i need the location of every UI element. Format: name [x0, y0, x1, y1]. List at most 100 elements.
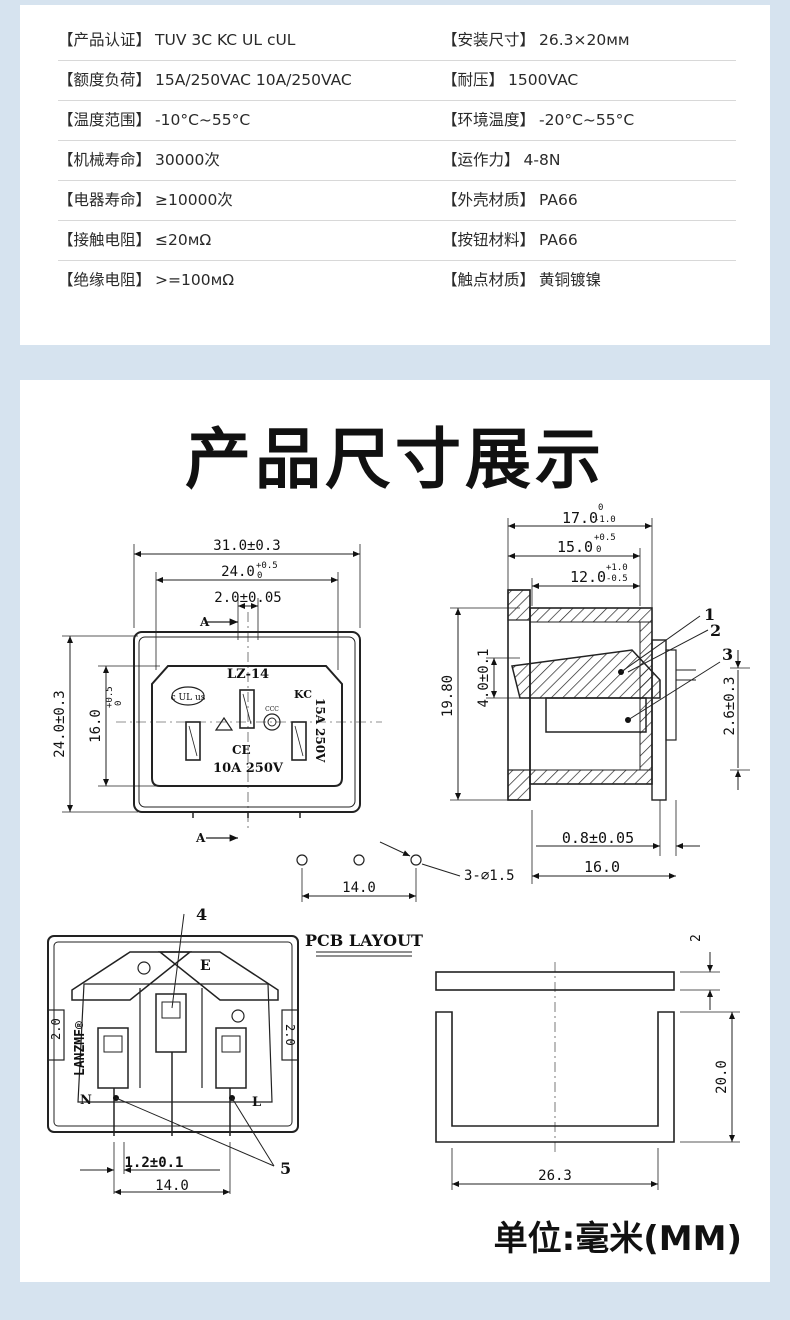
spec-right-cell: 【触点材质】黄铜镀镍 — [442, 260, 601, 300]
spec-label: 【环境温度】 — [442, 111, 536, 129]
spec-left-cell: 【额度负荷】15A/250VAC 10A/250VAC — [58, 60, 352, 100]
section-mark-top: A — [199, 615, 210, 629]
dim-depth-total-tol-plus: 0 — [598, 503, 603, 513]
rating-voltage-15: 250V — [313, 728, 327, 763]
dim-width-inner-tol-minus: 0 — [257, 571, 262, 581]
callout-1: 1 — [704, 605, 715, 624]
spec-label: 【绝缘电阻】 — [58, 271, 152, 289]
spec-left-cell: 【产品认证】TUV 3C KC UL cUL — [58, 20, 295, 60]
hole-label: 3-⌀1.5 — [464, 868, 515, 884]
spec-value: TUV 3C KC UL cUL — [155, 31, 296, 49]
hole-layout — [296, 841, 461, 902]
pcb-title: PCB LAYOUT — [305, 931, 423, 950]
spec-value: PA66 — [539, 191, 578, 209]
spec-row: 【温度范围】-10°C~55°C 【环境温度】-20°C~55°C — [58, 100, 736, 141]
spec-right-cell: 【耐压】1500VAC — [442, 60, 578, 100]
spec-right-cell: 【环境温度】-20°C~55°C — [442, 100, 634, 140]
spec-value: 1500VAC — [508, 71, 579, 89]
section-title: 产品尺寸展示 — [185, 421, 605, 498]
spec-label: 【接触电阻】 — [58, 231, 152, 249]
spec-right-cell: 【运作力】4-8N — [442, 140, 560, 180]
dim-height-inner: 16.0 — [88, 709, 104, 743]
dim-slot-width: 2.0±0.05 — [214, 590, 281, 606]
spec-label: 【安装尺寸】 — [442, 31, 536, 49]
spec-label: 【触点材质】 — [442, 271, 536, 289]
dim-slot-height: 4.0±0.1 — [476, 648, 492, 707]
callout-5: 5 — [280, 1159, 291, 1178]
spec-value: -20°C~55°C — [539, 111, 635, 129]
spec-row: 【接触电阻】≤20ᴍΩ 【按钮材料】PA66 — [58, 220, 736, 261]
cert-kc-label: KC — [294, 688, 312, 701]
spec-value: 30000次 — [155, 151, 220, 169]
spec-value: 15A/250VAC 10A/250VAC — [155, 71, 352, 89]
dim-pcb-width: 26.3 — [538, 1168, 572, 1184]
dim-depth-mid-tol-minus: 0 — [596, 545, 601, 555]
spec-value: ≥10000次 — [155, 191, 233, 209]
spec-value: -10°C~55°C — [155, 111, 251, 129]
dim-depth-mid-tol-plus: +0.5 — [594, 533, 616, 543]
side-section-view — [450, 518, 750, 884]
spec-left-cell: 【接触电阻】≤20ᴍΩ — [58, 220, 211, 260]
spec-left-cell: 【绝缘电阻】>=100ᴍΩ — [58, 260, 234, 300]
spec-label: 【外壳材质】 — [442, 191, 536, 209]
ce-mark: CE — [232, 743, 251, 757]
section-mark-bottom: A — [195, 831, 206, 845]
dim-width-outer: 31.0±0.3 — [213, 538, 280, 554]
dim-height-inner-tol-plus: +0.5 — [105, 686, 115, 708]
dim-depth-mid: 15.0 — [557, 538, 593, 556]
technical-drawing: 31.0±0.3 24.0 +0.5 0 2.0±0.05 A A 2 4.0±0… — [47, 503, 750, 1195]
dim-depth-inner-tol-minus: -0.5 — [606, 574, 628, 584]
side-dim-right: 2.0 — [283, 1024, 297, 1046]
model-label: LZ-14 — [227, 667, 269, 682]
cert-ul-label: c UL us — [171, 693, 206, 703]
spec-label: 【机械寿命】 — [58, 151, 152, 169]
dim-width-inner: 24.0 — [221, 564, 255, 580]
spec-row: 【产品认证】TUV 3C KC UL cUL 【安装尺寸】26.3×20ᴍᴍ — [58, 20, 736, 61]
dim-depth-total-tol-minus: -1.0 — [594, 515, 616, 525]
spec-left-cell: 【电器寿命】≥10000次 — [58, 180, 233, 220]
pcb-layout — [316, 951, 740, 1190]
spec-label: 【电器寿命】 — [58, 191, 152, 209]
dim-depth-inner: 12.0 — [570, 568, 606, 586]
spec-row: 【电器寿命】≥10000次 【外壳材质】PA66 — [58, 180, 736, 221]
back-view — [47, 913, 299, 1195]
spec-right-cell: 【按钮材料】PA66 — [442, 220, 578, 260]
spec-value: ≤20ᴍΩ — [155, 231, 212, 249]
spec-row: 【机械寿命】30000次 【运作力】4-8N — [58, 140, 736, 181]
brand-label: LANZMF® — [73, 1021, 88, 1076]
spec-value: 26.3×20ᴍᴍ — [539, 31, 630, 49]
spec-label: 【额度负荷】 — [58, 71, 152, 89]
callout-3: 3 — [722, 645, 733, 664]
callout-4: 4 — [196, 905, 207, 924]
unit-label: 单位:毫米(MM) — [493, 1219, 742, 1259]
spec-row: 【绝缘电阻】>=100ᴍΩ 【触点材质】黄铜镀镍 — [58, 260, 736, 300]
callout-2: 2 — [710, 621, 721, 640]
rating-10a: 10A 250V — [213, 761, 284, 776]
dim-pin-span: 14.0 — [155, 1178, 189, 1194]
spec-left-cell: 【机械寿命】30000次 — [58, 140, 220, 180]
spec-label: 【耐压】 — [442, 71, 505, 89]
front-view — [62, 544, 382, 842]
spec-value: 黄铜镀镍 — [539, 271, 602, 289]
spec-value: >=100ᴍΩ — [155, 271, 235, 289]
spec-value: 4-8N — [523, 151, 561, 169]
spec-left-cell: 【温度范围】-10°C~55°C — [58, 100, 250, 140]
dim-hole-spacing: 14.0 — [342, 880, 376, 896]
dim-height-inner-tol-minus: 0 — [114, 701, 124, 706]
spec-label: 【运作力】 — [442, 151, 520, 169]
label-n: N — [80, 1093, 92, 1108]
dim-pin-thickness: 0.8±0.05 — [562, 829, 634, 847]
dim-width-inner-tol-plus: +0.5 — [256, 561, 278, 571]
spec-label: 【温度范围】 — [58, 111, 152, 129]
label-l: L — [252, 1095, 261, 1110]
cert-ccc-label: CCC — [265, 706, 279, 713]
dim-pin-offset: 1.2±0.1 — [124, 1155, 183, 1171]
dim-pcb-height: 20.0 — [714, 1060, 730, 1094]
dim-pin-length: 16.0 — [584, 858, 620, 876]
spec-card: 【产品认证】TUV 3C KC UL cUL 【安装尺寸】26.3×20ᴍᴍ 【额度… — [20, 5, 770, 345]
spec-value: PA66 — [539, 231, 578, 249]
dim-height-total: 19.80 — [440, 675, 456, 717]
spec-right-cell: 【安装尺寸】26.3×20ᴍᴍ — [442, 20, 630, 60]
spec-label: 【产品认证】 — [58, 31, 152, 49]
label-e: E — [200, 958, 211, 974]
